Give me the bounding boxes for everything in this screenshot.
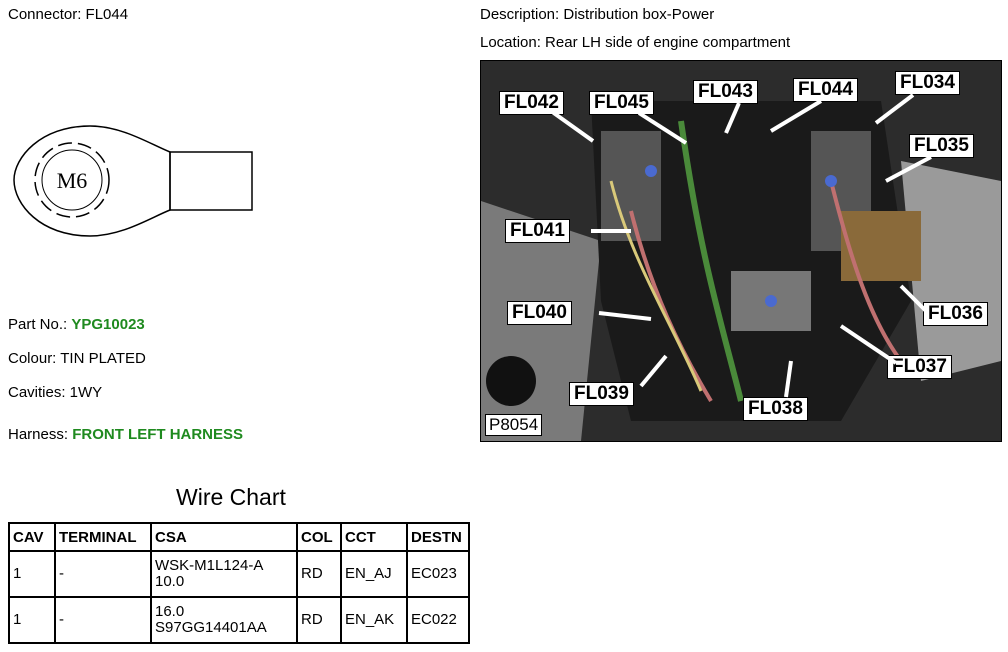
wire-chart-table: CAV TERMINAL CSA COL CCT DESTN 1 - WSK-M… [8,522,470,644]
cell-csa-line1: 16.0 [155,603,185,620]
callout-arrows [549,93,932,398]
connector-label: Connector: FL044 [8,6,129,23]
cell-destn: EC023 [406,550,470,598]
cell-terminal: - [54,550,152,598]
col-header-csa: CSA [150,522,298,552]
callout-fl045: FL045 [589,91,654,115]
callout-fl036: FL036 [923,302,988,326]
callout-fl043: FL043 [693,80,758,104]
callout-fl040: FL040 [507,301,572,325]
cell-cct: EN_AK [340,596,408,644]
wire-chart-title: Wire Chart [176,484,286,510]
callout-fl034: FL034 [895,71,960,95]
part-no: Part No.: YPG10023 [8,316,145,333]
part-no-value: YPG10023 [71,316,145,333]
table-header-row: CAV TERMINAL CSA COL CCT DESTN [8,522,470,552]
harness-label: Harness: [8,426,73,443]
callout-fl037: FL037 [887,355,952,379]
harness-value: FRONT LEFT HARNESS [72,426,244,443]
location-label: Location: Rear LH side of engine compart… [480,34,791,51]
col-header-cct: CCT [340,522,408,552]
col-header-col: COL [296,522,342,552]
harness: Harness: FRONT LEFT HARNESS [8,426,243,443]
callout-fl039: FL039 [569,382,634,406]
col-header-cav: CAV [8,522,56,552]
description-label: Description: Distribution box-Power [480,6,715,23]
engine-compartment-photo: FL042 FL045 FL043 FL044 FL034 FL035 FL04… [480,60,1002,442]
cell-destn: EC022 [406,596,470,644]
callout-fl041: FL041 [505,219,570,243]
cell-cav: 1 [8,596,56,644]
cell-csa-line1: WSK-M1L124-A [155,557,264,574]
callout-fl044: FL044 [793,78,858,102]
cell-cav: 1 [8,550,56,598]
col-header-terminal: TERMINAL [54,522,152,552]
photo-code: P8054 [485,414,543,436]
cavities-label: Cavities: 1WY [8,384,103,401]
cell-csa-line2: S97GG14401AA [155,619,267,636]
part-no-label: Part No.: [8,316,72,333]
colour-label: Colour: TIN PLATED [8,350,146,367]
callout-fl038: FL038 [743,397,808,421]
cell-col: RD [296,596,342,644]
cell-col: RD [296,550,342,598]
cell-cct: EN_AJ [340,550,408,598]
col-header-destn: DESTN [406,522,470,552]
cell-csa-line2: 10.0 [155,573,185,590]
ring-terminal-drawing: M6 [13,125,253,237]
callout-fl042: FL042 [499,91,564,115]
callout-fl035: FL035 [909,134,974,158]
terminal-size-text: M6 [57,168,88,193]
cell-terminal: - [54,596,152,644]
